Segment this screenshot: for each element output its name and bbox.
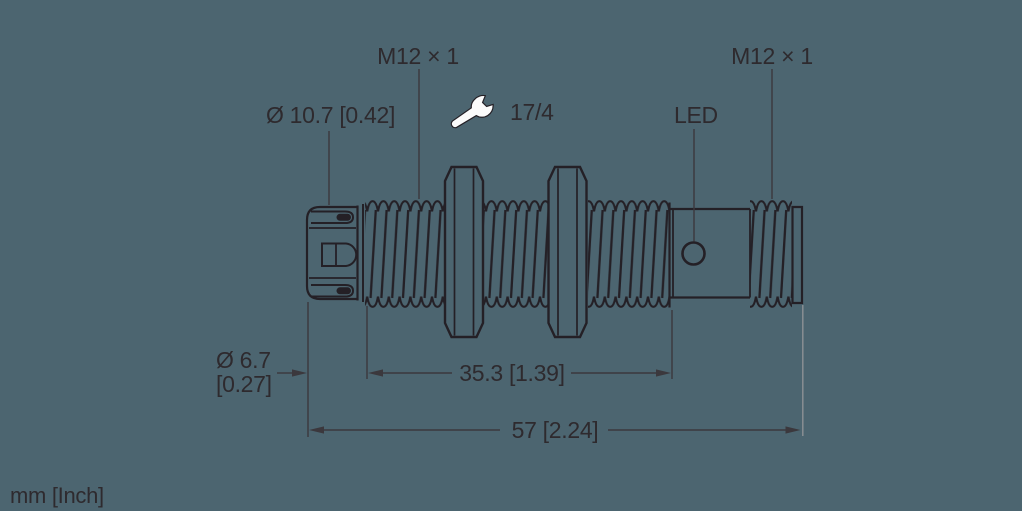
connector-thread [750,200,792,308]
hex-nut-rear [547,165,588,339]
tip-diameter-label-line2: [0.27] [216,371,272,397]
open-end-wrench-icon [450,94,494,129]
wrench-size-label: 17/4 [510,99,554,125]
arrowhead [656,369,671,377]
thread-left-label: M12 × 1 [377,43,459,69]
body-diameter-label: Ø 10.7 [0.42] [266,102,395,128]
led-label: LED [674,102,718,128]
thread-length-dimension: 35.3 [1.39] [459,360,564,386]
sensor-body-drawing [305,165,804,339]
total-length-dimension: 57 [2.24] [512,417,599,443]
thread-right-label: M12 × 1 [731,43,813,69]
arrowhead [368,369,383,377]
units-note: mm [Inch] [10,483,104,508]
arrowhead [292,369,307,377]
housing-section [668,202,751,308]
threaded-barrel [365,200,792,308]
tip-diameter-label-line1: Ø 6.7 [216,347,271,373]
led-indicator [681,241,706,266]
arrowhead [785,426,801,434]
sensing-cap [305,204,364,302]
hex-nut-front [443,165,485,339]
connector-end-face [791,205,804,305]
arrowhead [309,426,324,434]
dimension-lines [277,69,804,437]
